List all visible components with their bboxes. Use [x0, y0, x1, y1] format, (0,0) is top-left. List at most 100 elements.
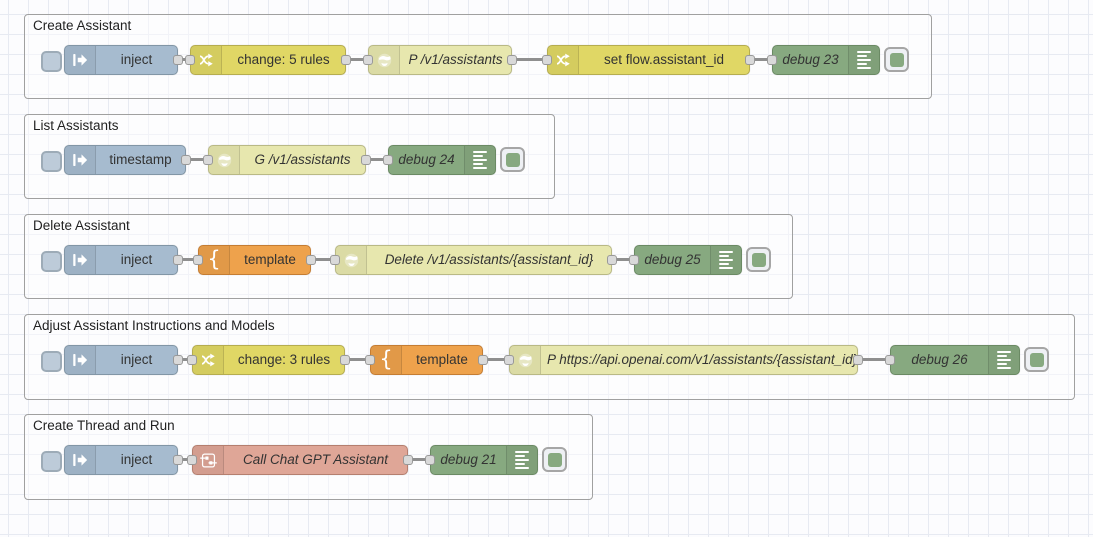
change-shuffle-icon: [548, 46, 579, 74]
debug-toggle-pill: [547, 452, 562, 467]
inject-arrow-icon: [65, 346, 96, 374]
wire[interactable]: [512, 58, 549, 61]
node-label: change: 3 rules: [237, 352, 331, 367]
debug-lines-icon: [506, 446, 537, 474]
subflow-node[interactable]: Call Chat GPT Assistant: [187, 445, 413, 475]
input-port[interactable]: [185, 55, 195, 65]
input-port[interactable]: [542, 55, 552, 65]
output-port[interactable]: [173, 255, 183, 265]
change-shuffle-icon: [191, 46, 222, 74]
change-node[interactable]: change: 5 rules: [185, 45, 351, 75]
input-port[interactable]: [425, 455, 435, 465]
input-port[interactable]: [365, 355, 375, 365]
input-port[interactable]: [330, 255, 340, 265]
inject-arrow-icon: [65, 146, 96, 174]
input-port[interactable]: [885, 355, 895, 365]
node-label: inject: [120, 52, 153, 67]
wire[interactable]: [408, 458, 430, 461]
subflow-icon: [193, 446, 224, 474]
input-port[interactable]: [363, 55, 373, 65]
wire[interactable]: [178, 458, 192, 461]
inject-node[interactable]: inject: [64, 345, 183, 375]
wire[interactable]: [311, 258, 335, 261]
inject-node[interactable]: inject: [64, 245, 183, 275]
debug-enable-toggle[interactable]: [746, 247, 771, 272]
node-label: template: [244, 252, 296, 267]
template-brace-icon: {: [199, 246, 230, 274]
debug-toggle-pill: [889, 52, 904, 67]
input-port[interactable]: [193, 255, 203, 265]
debug-enable-toggle[interactable]: [1024, 347, 1049, 372]
input-port[interactable]: [203, 155, 213, 165]
change-node[interactable]: change: 3 rules: [187, 345, 350, 375]
input-port[interactable]: [187, 455, 197, 465]
node-label: P /v1/assistants: [408, 52, 503, 67]
debug-node[interactable]: debug 21: [425, 445, 538, 475]
input-port[interactable]: [504, 355, 514, 365]
http-request-node[interactable]: P https://api.openai.com/v1/assistants/{…: [504, 345, 863, 375]
http-request-node[interactable]: Delete /v1/assistants/{assistant_id}: [330, 245, 617, 275]
input-port[interactable]: [767, 55, 777, 65]
inject-button[interactable]: [41, 451, 62, 472]
wire[interactable]: [186, 158, 208, 161]
debug-node[interactable]: debug 23: [767, 45, 880, 75]
debug-enable-toggle[interactable]: [884, 47, 909, 72]
output-port[interactable]: [853, 355, 863, 365]
node-label: inject: [120, 452, 153, 467]
debug-enable-toggle[interactable]: [542, 447, 567, 472]
node-label: Call Chat GPT Assistant: [242, 452, 389, 467]
http-request-node[interactable]: P /v1/assistants: [363, 45, 517, 75]
inject-button[interactable]: [41, 351, 62, 372]
debug-lines-icon: [464, 146, 495, 174]
inject-arrow-icon: [65, 446, 96, 474]
wire[interactable]: [483, 358, 509, 361]
output-port[interactable]: [507, 55, 517, 65]
output-port[interactable]: [341, 55, 351, 65]
output-port[interactable]: [306, 255, 316, 265]
input-port[interactable]: [629, 255, 639, 265]
change-node[interactable]: set flow.assistant_id: [542, 45, 755, 75]
debug-node[interactable]: debug 26: [885, 345, 1020, 375]
template-node[interactable]: { template: [365, 345, 488, 375]
debug-node[interactable]: debug 24: [383, 145, 496, 175]
output-port[interactable]: [745, 55, 755, 65]
debug-enable-toggle[interactable]: [500, 147, 525, 172]
inject-node[interactable]: inject: [64, 45, 183, 75]
wire[interactable]: [366, 158, 388, 161]
wire[interactable]: [750, 58, 772, 61]
debug-lines-icon: [710, 246, 741, 274]
output-port[interactable]: [478, 355, 488, 365]
inject-button[interactable]: [41, 51, 62, 72]
debug-node[interactable]: debug 25: [629, 245, 742, 275]
node-label: debug 23: [782, 52, 839, 67]
globe-icon: [510, 346, 541, 374]
wire[interactable]: [346, 58, 370, 61]
output-port[interactable]: [173, 55, 183, 65]
node-label: P https://api.openai.com/v1/assistants/{…: [547, 352, 858, 367]
wire[interactable]: [178, 358, 192, 361]
template-node[interactable]: { template: [193, 245, 316, 275]
input-port[interactable]: [187, 355, 197, 365]
output-port[interactable]: [181, 155, 191, 165]
output-port[interactable]: [173, 455, 183, 465]
output-port[interactable]: [340, 355, 350, 365]
node-label: debug 26: [911, 352, 968, 367]
node-label: debug 25: [644, 252, 701, 267]
inject-node[interactable]: inject: [64, 445, 183, 475]
output-port[interactable]: [607, 255, 617, 265]
inject-node[interactable]: timestamp: [64, 145, 191, 175]
inject-button[interactable]: [41, 251, 62, 272]
input-port[interactable]: [383, 155, 393, 165]
group-title: Create Thread and Run: [33, 418, 175, 433]
wire[interactable]: [612, 258, 634, 261]
debug-toggle-pill: [505, 152, 520, 167]
wire[interactable]: [858, 358, 890, 361]
output-port[interactable]: [173, 355, 183, 365]
http-request-node[interactable]: G /v1/assistants: [203, 145, 371, 175]
inject-button[interactable]: [41, 151, 62, 172]
wire[interactable]: [345, 358, 370, 361]
output-port[interactable]: [361, 155, 371, 165]
output-port[interactable]: [403, 455, 413, 465]
wire[interactable]: [178, 258, 198, 261]
